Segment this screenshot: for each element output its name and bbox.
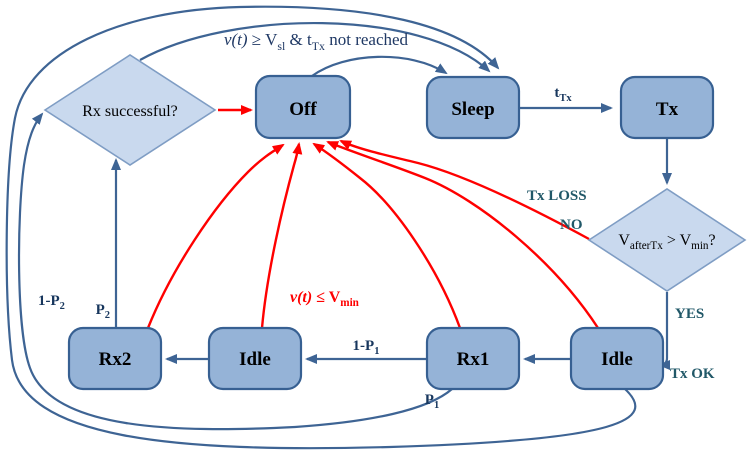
decision-vaftertx: VafterTx > Vmin? xyxy=(587,188,747,292)
node-tx-shape xyxy=(619,75,715,140)
label-yes: YES xyxy=(675,306,704,322)
edge-rx1-to-off-vmin xyxy=(312,142,462,329)
decision-rx-successful-shape xyxy=(43,54,217,166)
label-p1: P1 xyxy=(425,392,439,411)
node-tx: Tx xyxy=(619,75,715,140)
node-rx1: Rx1 xyxy=(425,326,521,391)
decision-vaftertx-label: VafterTx > Vmin? xyxy=(618,232,715,252)
label-p2: P2 xyxy=(96,302,110,321)
node-off-shape xyxy=(254,74,352,140)
node-rx1-label: Rx1 xyxy=(457,349,490,370)
label-tx-loss: Tx LOSS xyxy=(527,188,587,204)
node-rx2-shape xyxy=(67,326,163,391)
node-rx2: Rx2 xyxy=(67,326,163,391)
edge-idle-left-to-off-vmin xyxy=(260,142,303,329)
decision-vaftertx-shape xyxy=(587,188,747,292)
edge-rx2-to-off-vmin xyxy=(146,143,285,329)
label-one-minus-p2: 1-P2 xyxy=(38,293,65,312)
node-sleep-label: Sleep xyxy=(451,99,494,120)
label-sleep-condition: v(t) ≥ Vsl & tTx not reached xyxy=(224,30,409,53)
label-tx-ok: Tx OK xyxy=(670,366,715,382)
node-idle-left-label: Idle xyxy=(239,349,271,370)
label-one-minus-p1: 1-P1 xyxy=(353,338,380,357)
decision-rx-successful-label: Rx successful? xyxy=(82,103,178,120)
edge-rx1-p1-loop-to-rx-successful xyxy=(17,112,453,431)
node-idle-right-shape xyxy=(569,326,665,391)
node-sleep-shape xyxy=(425,75,521,140)
node-tx-label: Tx xyxy=(656,99,679,120)
node-idle-right-label: Idle xyxy=(601,349,633,370)
label-t-tx: tTx xyxy=(554,85,572,104)
label-vmin-condition: v(t) ≤ Vmin xyxy=(290,289,360,309)
node-off: Off xyxy=(254,74,352,140)
node-off-label: Off xyxy=(289,99,317,120)
decision-rx-successful: Rx successful? xyxy=(43,54,217,166)
label-no: NO xyxy=(560,217,583,233)
node-idle-right: Idle xyxy=(569,326,665,391)
node-idle-left: Idle xyxy=(207,326,303,391)
edge-off-to-sleep-arc xyxy=(311,55,448,77)
edge-vaftertx-no-to-off xyxy=(339,139,590,241)
node-rx2-label: Rx2 xyxy=(99,349,132,370)
node-rx1-shape xyxy=(425,326,521,391)
edge-idle-right-to-off-vmin xyxy=(326,140,600,329)
edge-rx-successful-to-sleep-arc xyxy=(139,22,491,73)
edge-idle-right-to-sleep-outer-loop xyxy=(5,5,637,450)
node-sleep: Sleep xyxy=(425,75,521,140)
node-idle-left-shape xyxy=(207,326,303,391)
